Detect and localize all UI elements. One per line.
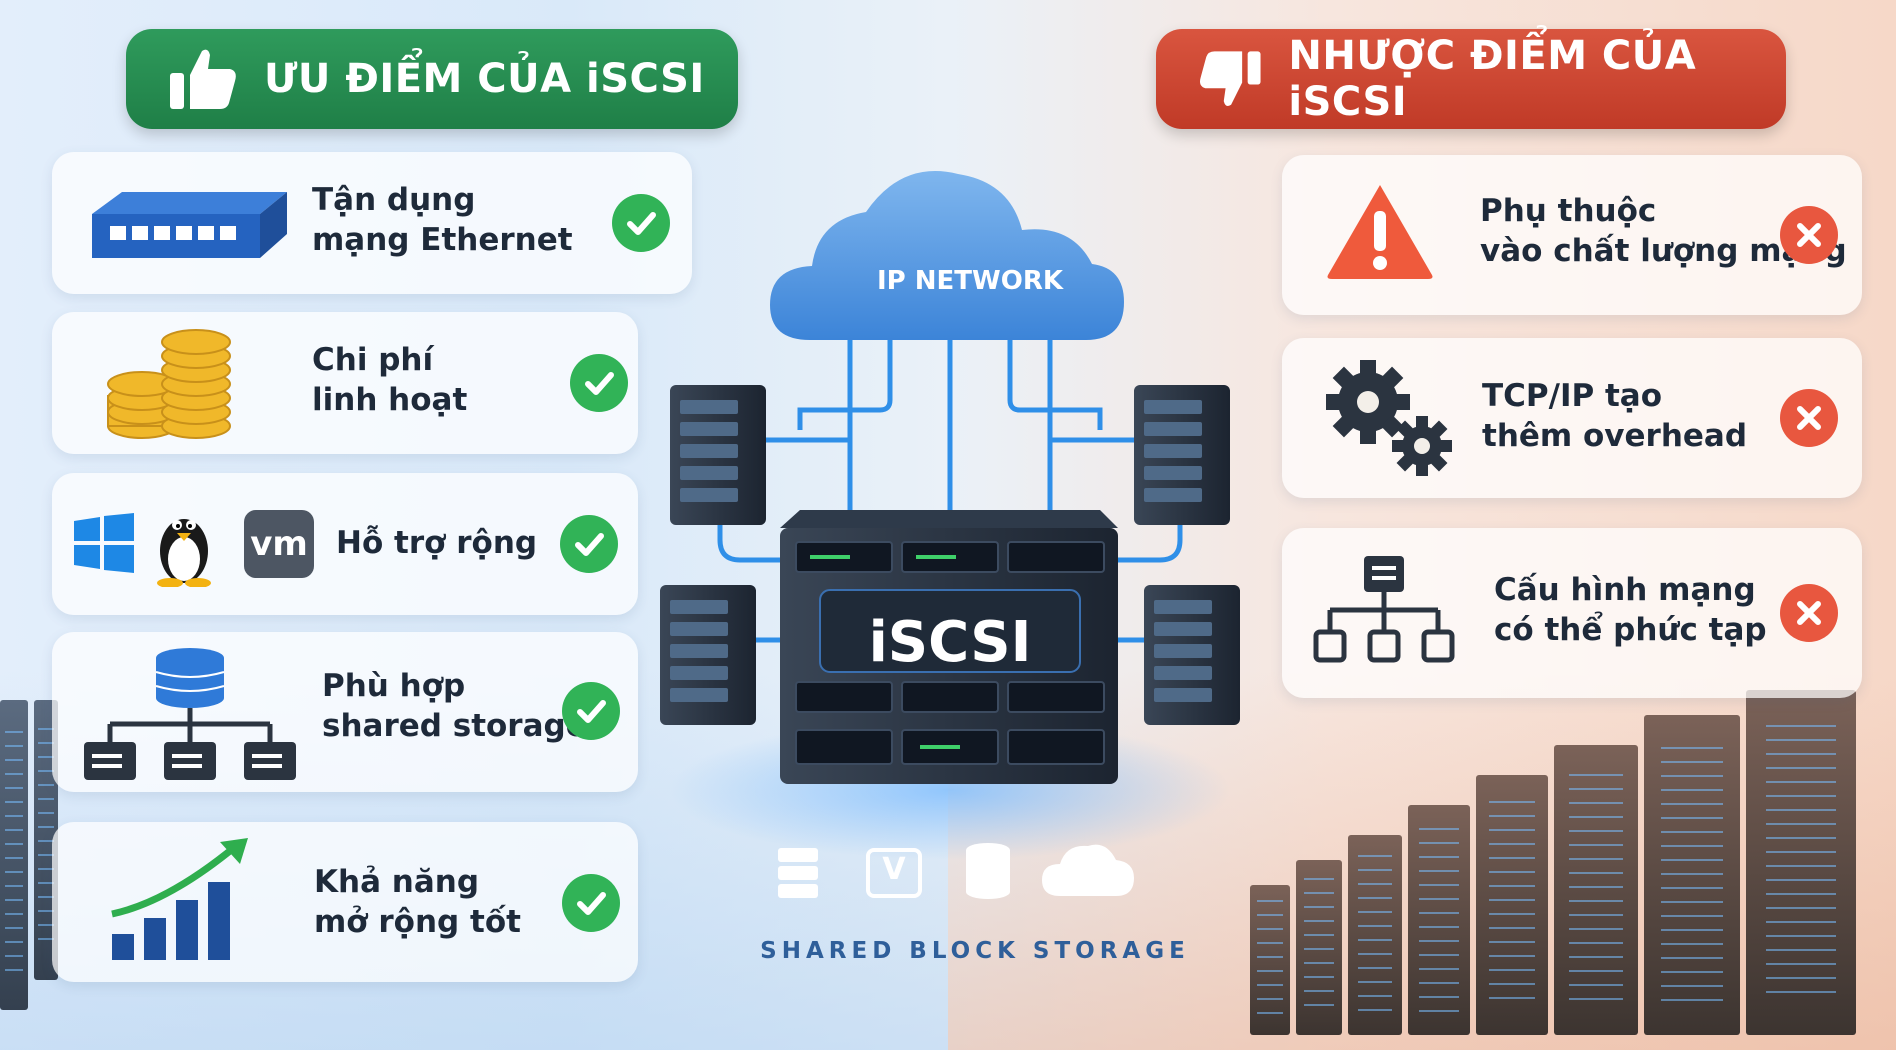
virtual-machine-glyph: V: [882, 852, 906, 887]
pros-card-ethernet: Tận dụng mạng Ethernet: [52, 152, 692, 294]
linux-tux-icon: [157, 519, 211, 587]
server-top-left: [670, 385, 766, 525]
right-datacenter-racks: [1250, 690, 1856, 1035]
pros-item-5-line1: Khả năng: [314, 864, 480, 900]
cons-header: NHƯỢC ĐIỂM CỦA iSCSI: [1156, 29, 1786, 129]
cons-card-overhead: TCP/IP tạo thêm overhead: [1282, 338, 1862, 498]
iscsi-device-label: iSCSI: [868, 610, 1032, 675]
cons-item-3-line2: có thể phức tạp: [1494, 612, 1767, 649]
pros-header: ƯU ĐIỂM CỦA iSCSI: [126, 29, 738, 129]
left-datacenter-racks: [0, 700, 58, 1010]
pros-card-scalability: Khả năng mở rộng tốt: [52, 822, 638, 982]
warning-icon: [1327, 185, 1433, 279]
coins-icon: [107, 329, 231, 439]
cons-card-network-quality: Phụ thuộc vào chất lượng mạng: [1282, 155, 1862, 315]
database-icon: [966, 843, 1010, 899]
cross-icon: [1780, 389, 1838, 447]
pros-item-2-line2: linh hoạt: [312, 382, 468, 419]
server-top-right: [1134, 385, 1230, 525]
shared-block-storage-label: SHARED BLOCK STORAGE: [760, 938, 1190, 964]
cons-item-3-line1: Cấu hình mạng: [1494, 572, 1756, 608]
pros-item-4-line2: shared storage: [322, 708, 587, 745]
iscsi-storage-array: [780, 510, 1118, 784]
gears-icon: [1326, 360, 1452, 476]
check-icon: [560, 515, 618, 573]
pros-title: ƯU ĐIỂM CỦA iSCSI: [264, 56, 705, 102]
shared-storage-icon: [84, 648, 296, 780]
virtual-machine-icon: [866, 848, 922, 898]
check-icon: [570, 354, 628, 412]
check-icon: [562, 874, 620, 932]
server-bottom-right: [1144, 585, 1240, 725]
pros-card-shared-storage: Phù hợp shared storage: [52, 632, 638, 792]
growth-chart-icon: [111, 838, 248, 960]
network-topology-icon: [1313, 556, 1455, 663]
pros-item-5-line2: mở rộng tốt: [314, 904, 521, 941]
check-icon: [612, 194, 670, 252]
pros-item-2-line1: Chi phí: [312, 342, 434, 378]
pros-item-1-line1: Tận dụng: [312, 182, 476, 218]
windows-logo-icon: [74, 513, 134, 573]
cons-item-2-line2: thêm overhead: [1482, 418, 1748, 455]
pros-item-1-line2: mạng Ethernet: [312, 222, 573, 259]
cloud-icon: [1042, 844, 1134, 896]
pros-card-cost: Chi phí linh hoạt: [52, 312, 638, 454]
pros-item-4-line1: Phù hợp: [322, 668, 466, 704]
network-switch-icon: [92, 192, 287, 258]
pros-item-3-line1: Hỗ trợ rộng: [336, 525, 538, 561]
cons-card-config: Cấu hình mạng có thể phức tạp: [1282, 528, 1862, 698]
server-bottom-left: [660, 585, 756, 725]
cloud-icon: [770, 171, 1124, 340]
thumbs-down-icon: [1200, 51, 1261, 106]
iscsi-network-diagram: [660, 171, 1240, 899]
cons-title: NHƯỢC ĐIỂM CỦA iSCSI: [1288, 33, 1697, 125]
vmware-logo-text: vm: [250, 524, 308, 564]
cons-item-2-line1: TCP/IP tạo: [1482, 378, 1663, 414]
check-icon: [562, 682, 620, 740]
cons-item-1-line1: Phụ thuộc: [1480, 193, 1657, 229]
cloud-label: IP NETWORK: [877, 266, 1063, 296]
pros-card-support: vm Hỗ trợ rộng: [52, 473, 638, 615]
vmware-logo-icon: vm: [244, 510, 314, 578]
thumbs-up-icon: [170, 49, 236, 109]
server-icon: [778, 848, 818, 898]
cross-icon: [1780, 584, 1838, 642]
cross-icon: [1780, 206, 1838, 264]
